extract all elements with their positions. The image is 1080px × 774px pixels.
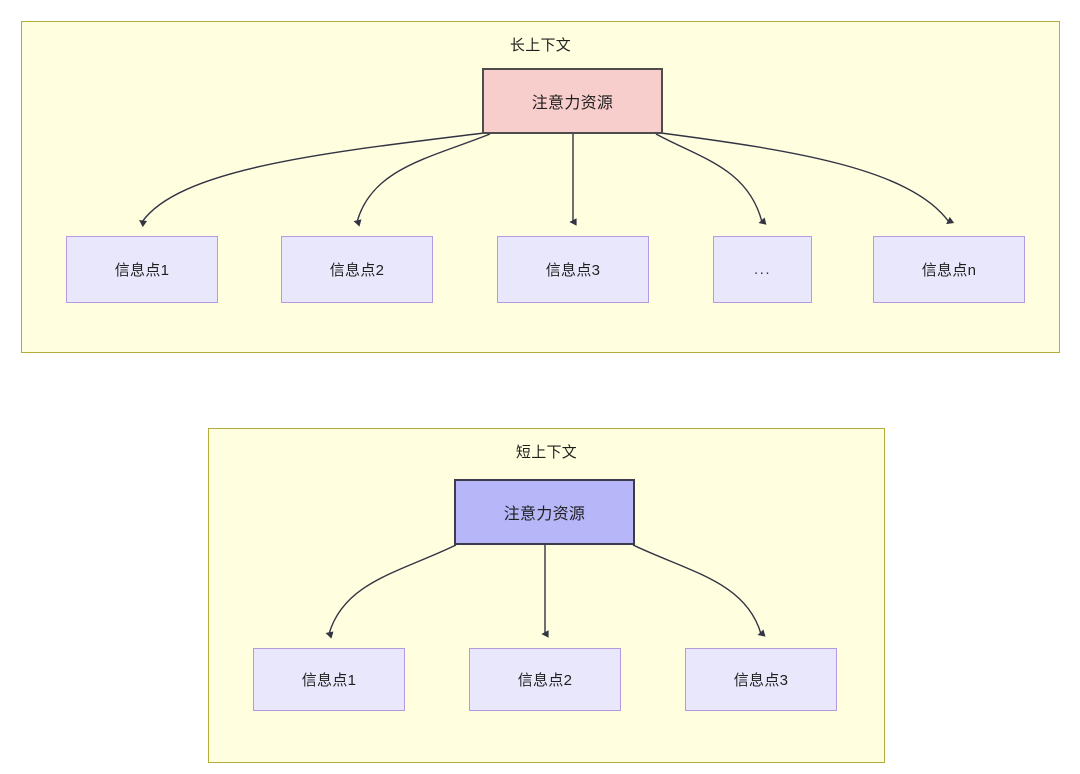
short-info-node-2[interactable]: 信息点2: [469, 648, 621, 711]
long-info-label-2: 信息点2: [329, 262, 385, 279]
short-info-node-3[interactable]: 信息点3: [685, 648, 837, 711]
short-info-label-1: 信息点1: [301, 672, 357, 689]
long-info-label-1: 信息点1: [114, 262, 170, 279]
long-info-label-n: 信息点n: [921, 262, 977, 279]
short-info-node-1[interactable]: 信息点1: [253, 648, 405, 711]
long-info-node-ellipsis[interactable]: ...: [713, 236, 812, 303]
short-context-root-node[interactable]: 注意力资源: [454, 479, 635, 545]
long-info-node-1[interactable]: 信息点1: [66, 236, 218, 303]
long-info-node-n[interactable]: 信息点n: [873, 236, 1025, 303]
long-context-root-node[interactable]: 注意力资源: [482, 68, 663, 134]
long-info-node-2[interactable]: 信息点2: [281, 236, 433, 303]
short-info-label-3: 信息点3: [733, 672, 789, 689]
long-info-node-3[interactable]: 信息点3: [497, 236, 649, 303]
short-context-root-label: 注意力资源: [503, 506, 586, 523]
short-info-label-2: 信息点2: [517, 672, 573, 689]
short-context-title: 短上下文: [515, 444, 578, 461]
long-info-label-3: 信息点3: [545, 262, 601, 279]
long-context-title: 长上下文: [509, 37, 572, 54]
long-context-root-label: 注意力资源: [531, 95, 614, 112]
long-info-label-ellipsis: ...: [753, 261, 771, 278]
